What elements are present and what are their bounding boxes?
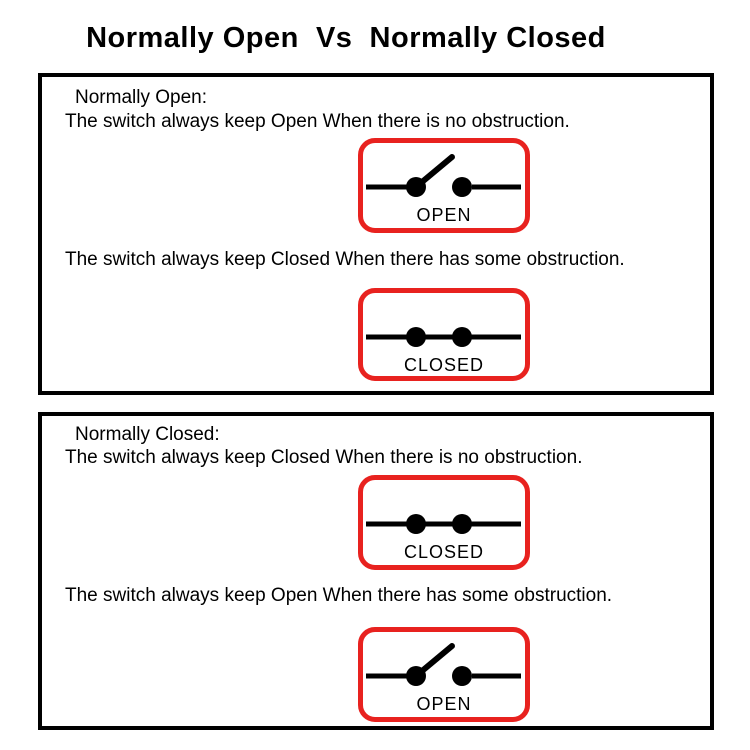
switch-state-label: OPEN: [416, 205, 472, 225]
section-normally-closed: Normally Closed: The switch always keep …: [38, 412, 714, 730]
description-no-obstruction: The switch always keep Open When there i…: [65, 111, 570, 132]
switch-state-label: CLOSED: [403, 355, 485, 375]
open-switch-icon: [366, 154, 521, 197]
section-normally-open: Normally Open: The switch always keep Op…: [38, 73, 714, 395]
switch-card-closed: CLOSED: [358, 288, 530, 381]
open-switch-icon: [366, 643, 521, 686]
switch-state-label: OPEN: [416, 694, 472, 714]
description-no-obstruction: The switch always keep Closed When there…: [65, 447, 583, 468]
description-obstruction: The switch always keep Closed When there…: [65, 249, 625, 270]
closed-switch-icon: [366, 327, 521, 347]
description-obstruction: The switch always keep Open When there h…: [65, 585, 613, 606]
section-heading: Normally Open:: [75, 87, 207, 108]
switch-state-label: CLOSED: [403, 542, 485, 562]
closed-switch-icon: [366, 514, 521, 534]
switch-card-open: OPEN: [358, 138, 530, 233]
switch-card-closed: CLOSED: [358, 475, 530, 570]
switch-card-open: OPEN: [358, 627, 530, 722]
section-heading: Normally Closed:: [75, 424, 220, 445]
page-title: Normally Open Vs Normally Closed: [86, 22, 606, 54]
